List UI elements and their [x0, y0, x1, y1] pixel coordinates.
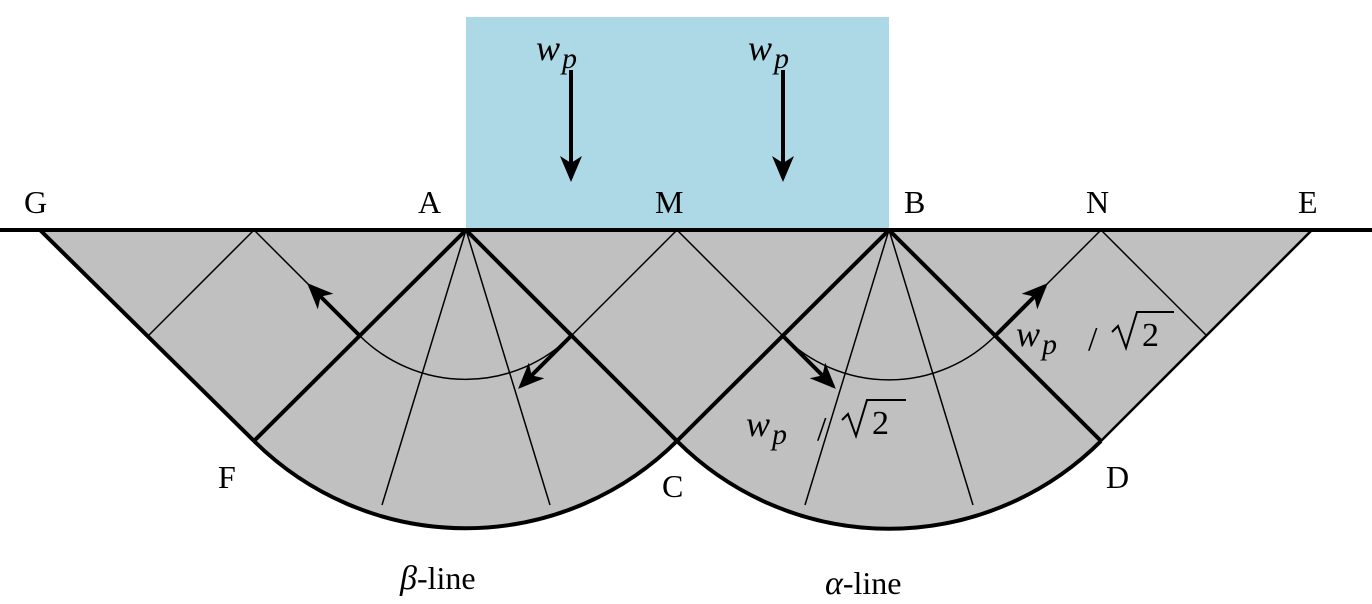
svg-text:wp: wp	[746, 404, 787, 451]
point-label-g: G	[24, 184, 47, 220]
slip-line-left-1	[147, 229, 255, 337]
fan-ray-a-2	[465, 229, 551, 506]
boundary-g-f	[38, 228, 256, 443]
fan-ray-b-1	[804, 229, 890, 506]
stress-arrow-af	[307, 283, 362, 338]
fan-ray-b-2	[888, 229, 974, 506]
point-label-b: B	[904, 184, 925, 220]
svg-text:2: 2	[872, 405, 889, 442]
svg-text:α-line: α-line	[825, 565, 902, 602]
stress-label-lower: wp / 2	[746, 399, 906, 451]
stress-label-upper: wp / 2	[1016, 311, 1174, 361]
svg-text:wp: wp	[536, 28, 577, 75]
svg-text:/: /	[1088, 321, 1098, 358]
slip-line-right-2	[1100, 229, 1208, 337]
inner-arc-b	[782, 335, 996, 381]
boundary-a-c	[464, 228, 679, 443]
inner-arc-a	[359, 335, 572, 381]
plastic-zone-region	[40, 230, 1312, 529]
slip-line-mid-1	[570, 229, 678, 337]
point-label-f: F	[218, 459, 236, 495]
stress-arrow-ac	[518, 334, 573, 389]
svg-text:wp: wp	[748, 28, 789, 75]
point-label-d: D	[1106, 459, 1129, 495]
svg-text:wp: wp	[1016, 314, 1057, 361]
svg-text:/: /	[817, 411, 827, 448]
sqrt-sign-upper	[1111, 311, 1174, 352]
point-label-m: M	[655, 184, 683, 220]
sqrt-sign-lower	[841, 399, 906, 440]
boundary-e-d	[1100, 229, 1313, 442]
boundary-b-c	[675, 228, 891, 443]
footing-load-block	[466, 17, 889, 230]
caption-beta-line: β-line	[399, 560, 476, 597]
point-label-c: C	[662, 468, 683, 504]
stress-arrow-bd	[993, 283, 1048, 338]
stress-arrow-bc	[781, 334, 836, 389]
slip-line-mid-2	[676, 229, 784, 337]
fan-ray-a-1	[381, 229, 467, 506]
point-label-a: A	[418, 184, 441, 220]
point-label-e: E	[1298, 184, 1318, 220]
boundary-arc-c-d	[675, 439, 1103, 531]
svg-text:β-line: β-line	[399, 560, 476, 597]
boundary-arc-f-c	[252, 439, 679, 531]
load-label-left: wp	[536, 28, 577, 75]
caption-alpha-line: α-line	[825, 565, 902, 602]
point-label-n: N	[1086, 184, 1109, 220]
load-label-right: wp	[748, 28, 789, 75]
svg-text:2: 2	[1142, 317, 1159, 354]
